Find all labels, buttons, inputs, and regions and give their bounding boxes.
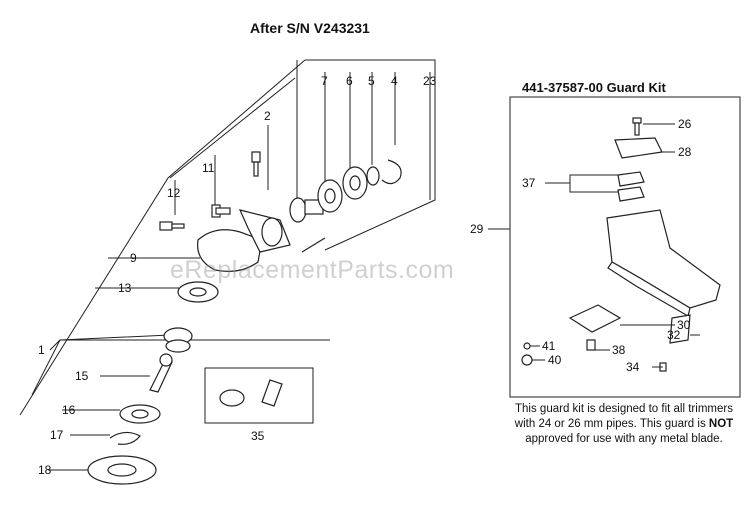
callout-38: 38 [612, 343, 626, 357]
frame-diagonal-outer [19, 59, 306, 416]
callout-41: 41 [542, 339, 556, 353]
bearing-13-part [177, 281, 219, 303]
callout-30: 30 [677, 318, 691, 332]
screw-12-part [159, 221, 185, 231]
callout-6: 6 [346, 74, 353, 88]
part-35-box [204, 367, 314, 424]
pin-part [301, 237, 326, 253]
callout-35: 35 [251, 429, 265, 443]
bevel-gear-1-part [163, 327, 193, 353]
watermark: eReplacementParts.com [170, 256, 455, 284]
callout-7: 7 [321, 74, 328, 88]
callout-26: 26 [678, 117, 692, 131]
circlip-4-part [381, 159, 402, 185]
callout-9: 9 [130, 251, 137, 265]
callout-13: 13 [118, 281, 132, 295]
screw-11-part [211, 204, 231, 218]
kit-note-text-2: approved for use with any metal blade. [525, 433, 723, 445]
guard-body-part [606, 209, 721, 317]
callout-2: 2 [264, 109, 271, 123]
callout-16: 16 [62, 403, 76, 417]
frame-top-bracket [305, 59, 436, 251]
callout-28: 28 [678, 145, 692, 159]
diagram-title: After S/N V243231 [250, 20, 370, 36]
circlip-17-part [109, 431, 141, 445]
circlip-5-part [366, 166, 380, 186]
callout-1: 1 [38, 343, 45, 357]
kit-note: This guard kit is designed to fit all tr… [512, 402, 736, 447]
callout-40: 40 [548, 353, 562, 367]
nut-40-part [521, 354, 533, 366]
kit-note-text-1: This guard kit is designed to fit all tr… [514, 403, 733, 430]
screw-26-part [632, 117, 642, 136]
bolt-2-part [251, 151, 261, 177]
bearing-16-part [119, 404, 161, 424]
frame-diagonal-inner [169, 77, 296, 179]
callout-4: 4 [391, 74, 398, 88]
output-shaft-15-part [149, 353, 173, 393]
blade-32-part [669, 314, 691, 344]
leader-37a [545, 174, 618, 184]
callout-18: 18 [38, 463, 52, 477]
callout-32: 32 [667, 328, 681, 342]
leader-37b [569, 183, 618, 193]
clamp-37-part [617, 171, 645, 202]
callout-11: 11 [202, 161, 215, 175]
frame-lower-left [31, 339, 61, 396]
kit-title: 441-37587-00 Guard Kit [522, 80, 666, 95]
kit-box [509, 96, 741, 398]
screw-38-part [586, 339, 596, 351]
kit-note-emphasis: NOT [708, 418, 734, 430]
bracket-30-part [568, 304, 622, 333]
callout-15: 15 [75, 369, 89, 383]
callout-23: 23 [423, 74, 437, 88]
clamp-28-part [614, 137, 663, 159]
callout-12: 12 [167, 186, 181, 200]
bearing-7-part [317, 179, 343, 213]
callout-5: 5 [368, 74, 375, 88]
callout-34: 34 [626, 360, 640, 374]
callout-17: 17 [50, 428, 64, 442]
callout-37: 37 [522, 176, 536, 190]
part-35-gearset [219, 379, 283, 407]
gear-shaft-part [289, 197, 324, 223]
callout-29: 29 [470, 222, 484, 236]
gear-housing-part [197, 209, 291, 272]
washer-41-part [523, 342, 531, 350]
bearing-6-part [342, 166, 368, 200]
cup-18-part [87, 455, 157, 485]
